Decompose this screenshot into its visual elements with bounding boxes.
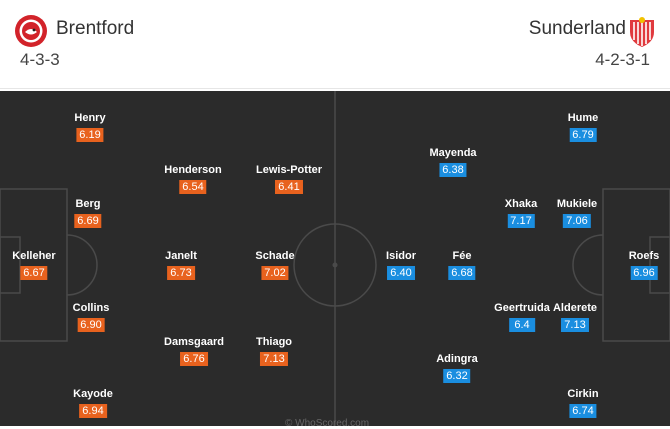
player-name: Xhaka <box>504 198 538 210</box>
player-name: Henderson <box>164 164 222 176</box>
player-rating: 6.32 <box>443 369 471 383</box>
player-rating: 6.79 <box>569 128 597 142</box>
home-player-henry[interactable]: Henry 6.19 <box>74 112 106 143</box>
player-rating: 6.73 <box>167 266 195 280</box>
player-name: Fée <box>452 250 472 262</box>
away-player-xhaka[interactable]: Xhaka 7.17 <box>505 198 537 229</box>
player-rating: 6.4 <box>508 318 535 332</box>
player-name: Adingra <box>436 353 478 365</box>
sunderland-crest-icon <box>630 17 654 47</box>
player-rating: 6.38 <box>439 163 467 177</box>
player-rating: 7.13 <box>561 318 589 332</box>
player-name: Hume <box>567 112 599 124</box>
home-player-henderson[interactable]: Henderson 6.54 <box>164 164 222 195</box>
brentford-crest-icon <box>15 15 47 47</box>
away-formation: 4-2-3-1 <box>595 50 650 69</box>
away-player-roefs[interactable]: Roefs 6.96 <box>628 250 660 281</box>
home-team-name[interactable]: Brentford <box>56 18 135 39</box>
home-player-collins[interactable]: Collins 6.90 <box>72 302 110 333</box>
pitch: Kelleher 6.67 Henry 6.19 Berg 6.69 Colli… <box>0 91 670 426</box>
player-rating: 7.13 <box>260 352 288 366</box>
player-rating: 6.74 <box>569 404 597 418</box>
player-rating: 6.94 <box>79 404 107 418</box>
player-name: Cirkin <box>567 388 599 400</box>
home-player-lewis-potter[interactable]: Lewis-Potter 6.41 <box>256 164 322 195</box>
player-name: Isidor <box>386 250 416 262</box>
player-name: Henry <box>74 112 106 124</box>
watermark-text: © WhoScored.com <box>285 418 370 429</box>
away-team-name[interactable]: Sunderland <box>528 18 626 39</box>
player-name: Lewis-Potter <box>255 164 323 176</box>
player-rating: 6.41 <box>275 180 303 194</box>
player-name: Mayenda <box>429 147 477 159</box>
away-player-isidor[interactable]: Isidor 6.40 <box>386 250 416 281</box>
player-rating: 6.40 <box>387 266 415 280</box>
home-player-berg[interactable]: Berg 6.69 <box>74 198 102 229</box>
player-rating: 6.96 <box>630 266 658 280</box>
player-name: Schade <box>255 250 295 262</box>
home-player-kelleher[interactable]: Kelleher 6.67 <box>12 250 56 281</box>
home-player-kayode[interactable]: Kayode 6.94 <box>73 388 113 419</box>
player-name: Kelleher <box>12 250 56 262</box>
away-player-mukiele[interactable]: Mukiele 7.06 <box>557 198 597 229</box>
home-player-schade[interactable]: Schade 7.02 <box>255 250 295 281</box>
player-name: Janelt <box>165 250 197 262</box>
away-player-geertruida[interactable]: Geertruida 6.4 <box>494 302 550 333</box>
away-player-adingra[interactable]: Adingra 6.32 <box>436 353 478 384</box>
player-name: Geertruida <box>494 302 550 314</box>
player-name: Roefs <box>628 250 660 262</box>
player-rating: 7.06 <box>563 214 591 228</box>
player-rating: 7.17 <box>507 214 535 228</box>
player-rating: 6.68 <box>448 266 476 280</box>
player-rating: 6.54 <box>179 180 207 194</box>
player-name: Mukiele <box>556 198 598 210</box>
player-name: Alderete <box>552 302 598 314</box>
player-name: Thiago <box>255 336 293 348</box>
away-player-mayenda[interactable]: Mayenda 6.38 <box>429 147 477 178</box>
player-name: Damsgaard <box>164 336 224 348</box>
player-name: Berg <box>75 198 101 210</box>
player-name: Collins <box>72 302 110 314</box>
player-rating: 7.02 <box>261 266 289 280</box>
home-player-thiago[interactable]: Thiago 7.13 <box>256 336 292 367</box>
player-rating: 6.69 <box>74 214 102 228</box>
player-rating: 6.90 <box>77 318 105 332</box>
away-player-hume[interactable]: Hume 6.79 <box>567 112 599 143</box>
home-formation: 4-3-3 <box>20 50 60 69</box>
player-rating: 6.19 <box>76 128 104 142</box>
player-rating: 6.67 <box>20 266 48 280</box>
player-name: Kayode <box>73 388 113 400</box>
match-header: Brentford 4-3-3 Sunderland 4-2-3-1 <box>0 0 670 89</box>
away-player-cirkin[interactable]: Cirkin 6.74 <box>567 388 599 419</box>
away-player-alderete[interactable]: Alderete 7.13 <box>553 302 597 333</box>
home-player-janelt[interactable]: Janelt 6.73 <box>165 250 197 281</box>
pitch-markings <box>0 91 670 426</box>
away-player-fee[interactable]: Fée 6.68 <box>448 250 476 281</box>
home-player-damsgaard[interactable]: Damsgaard 6.76 <box>164 336 224 367</box>
player-rating: 6.76 <box>180 352 208 366</box>
